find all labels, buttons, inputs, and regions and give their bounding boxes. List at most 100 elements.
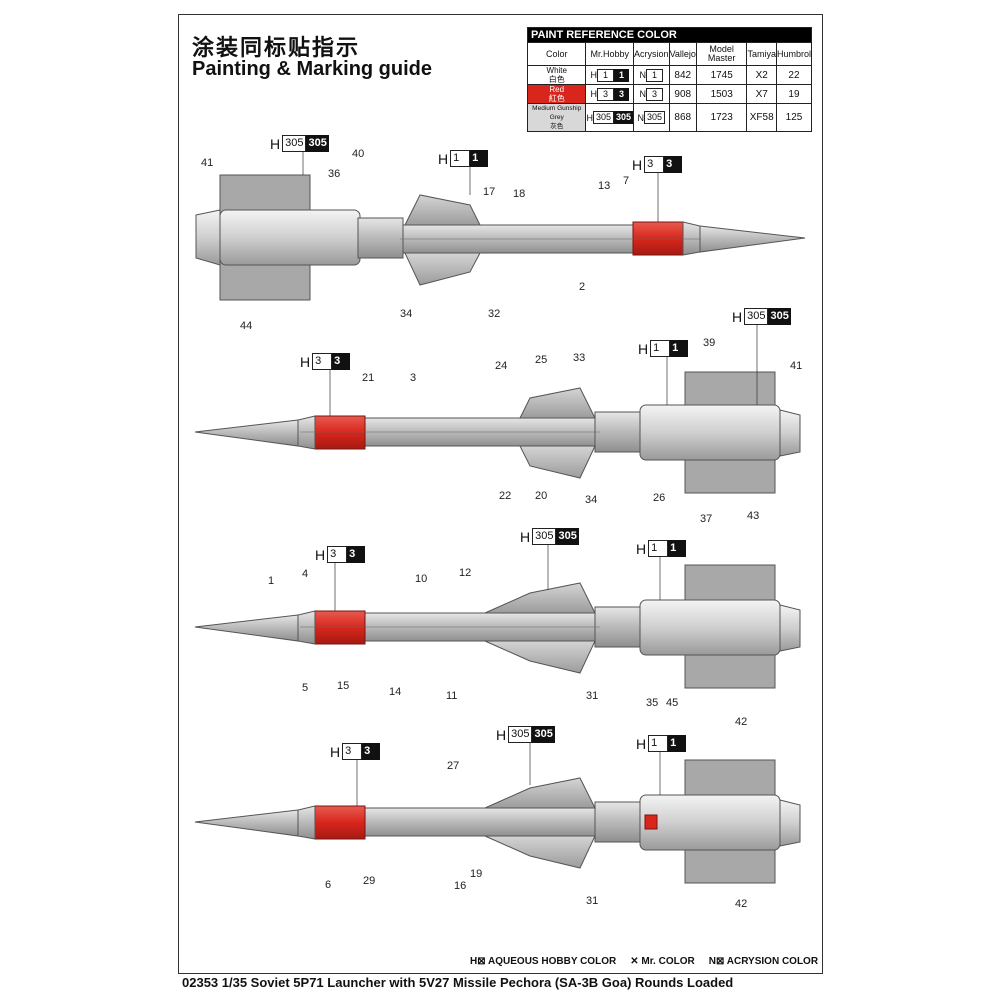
- part-number: 31: [586, 690, 599, 702]
- code-prefix: H: [590, 70, 598, 80]
- code-solid: 305: [614, 111, 634, 124]
- booster-fin-lower: [219, 261, 311, 301]
- nose-cone: [194, 614, 299, 642]
- legend-hobby-label: AQUEOUS HOBBY COLOR: [488, 956, 617, 967]
- color-name-cn: 紅色: [548, 94, 565, 103]
- nose-cone: [194, 809, 299, 837]
- legend-mr: ✕ Mr. COLOR: [630, 956, 695, 967]
- part-number: 12: [459, 567, 472, 579]
- callout-prefix: H: [638, 340, 649, 357]
- callout-box: 305: [744, 308, 769, 325]
- part-number: 14: [389, 686, 402, 698]
- title-chinese: 涂装同标贴指示: [192, 36, 361, 61]
- paint-reference-table: PAINT REFERENCE COLOR Color Mr.Hobby Acr…: [526, 27, 813, 132]
- callout-prefix: H: [270, 135, 281, 152]
- humbrol-cell: 125: [775, 103, 813, 132]
- color-name-en: White: [546, 66, 567, 75]
- nose-base: [297, 610, 316, 645]
- booster-body: [639, 794, 781, 851]
- callout-prefix: H: [732, 308, 743, 325]
- legend-acry-label: ACRYSION COLOR: [726, 956, 819, 967]
- wing-lower: [484, 640, 596, 674]
- booster-nozzle: [779, 409, 801, 457]
- model-master-cell: 1723: [695, 103, 748, 132]
- interstage: [594, 801, 641, 843]
- booster-nozzle: [195, 209, 221, 266]
- legend-hobby-mark: H: [470, 956, 478, 967]
- booster-nozzle: [779, 604, 801, 652]
- part-number: 27: [447, 760, 460, 772]
- part-number: 36: [328, 168, 341, 180]
- code-solid: 1: [614, 68, 630, 82]
- callout-box: 3: [312, 353, 333, 370]
- interstage: [594, 411, 641, 453]
- legend-acry: N⊠ ACRYSION COLOR: [708, 956, 819, 967]
- nose-cone: [699, 225, 806, 253]
- part-number: 10: [415, 573, 428, 585]
- part-number: 22: [499, 490, 512, 502]
- nose-cone: [194, 419, 299, 447]
- interstage: [594, 606, 641, 648]
- callout-solid: 1: [670, 340, 689, 357]
- header-color: Color: [526, 42, 587, 66]
- red-band: [314, 610, 366, 645]
- callout-prefix: H: [496, 726, 507, 743]
- wing-lower: [519, 445, 596, 479]
- part-number: 41: [790, 360, 803, 372]
- product-title: 02353 1/35 Soviet 5P71 Launcher with 5V2…: [182, 975, 734, 990]
- wing-lower: [404, 252, 481, 286]
- code-box: 305: [644, 111, 666, 124]
- part-number: 39: [703, 337, 716, 349]
- code-box: 1: [646, 68, 664, 82]
- missile-2: [194, 371, 801, 494]
- booster-fin-lower: [684, 454, 776, 494]
- part-number: 32: [488, 308, 501, 320]
- code-prefix: H: [590, 89, 598, 99]
- part-number: 35: [646, 697, 659, 709]
- part-number: 7: [623, 175, 630, 187]
- title-english: Painting & Marking guide: [192, 58, 433, 80]
- callout-prefix: H: [438, 150, 449, 167]
- missile-3: [194, 564, 801, 689]
- color-legend: H⊠ AQUEOUS HOBBY COLOR ✕ Mr. COLOR N⊠ AC…: [470, 956, 818, 967]
- missile-4: [194, 759, 801, 884]
- wing-upper: [519, 387, 596, 419]
- leader-lines: [302, 150, 758, 806]
- code-solid: 3: [614, 87, 630, 101]
- legend-mr-mark: ✕: [630, 956, 639, 967]
- callout-solid: 1: [668, 735, 687, 752]
- wing-upper: [404, 194, 481, 226]
- tamiya-cell: XF58: [746, 103, 777, 132]
- part-number: 2: [579, 281, 586, 293]
- part-number: 4: [302, 568, 309, 580]
- code-prefix: H: [586, 112, 593, 123]
- callout-box: 3: [327, 546, 348, 563]
- code-prefix: N: [637, 112, 645, 123]
- part-number: 33: [573, 352, 586, 364]
- red-band: [314, 805, 366, 840]
- wing-upper: [484, 582, 596, 614]
- red-marking: [644, 814, 658, 830]
- part-number: 42: [735, 716, 748, 728]
- part-number: 20: [535, 490, 548, 502]
- wing-lower: [484, 835, 596, 869]
- header-mrhobby: Mr.Hobby: [585, 42, 635, 66]
- callout-prefix: H: [520, 528, 531, 545]
- callout-solid: 1: [470, 150, 489, 167]
- part-number: 34: [400, 308, 413, 320]
- part-number: 13: [598, 180, 611, 192]
- part-number: 15: [337, 680, 350, 692]
- color-name-en: Medium Gunship Grey: [532, 105, 582, 121]
- red-band: [632, 221, 684, 256]
- callout-box: 305: [508, 726, 533, 743]
- color-name-cn: 灰色: [550, 123, 564, 130]
